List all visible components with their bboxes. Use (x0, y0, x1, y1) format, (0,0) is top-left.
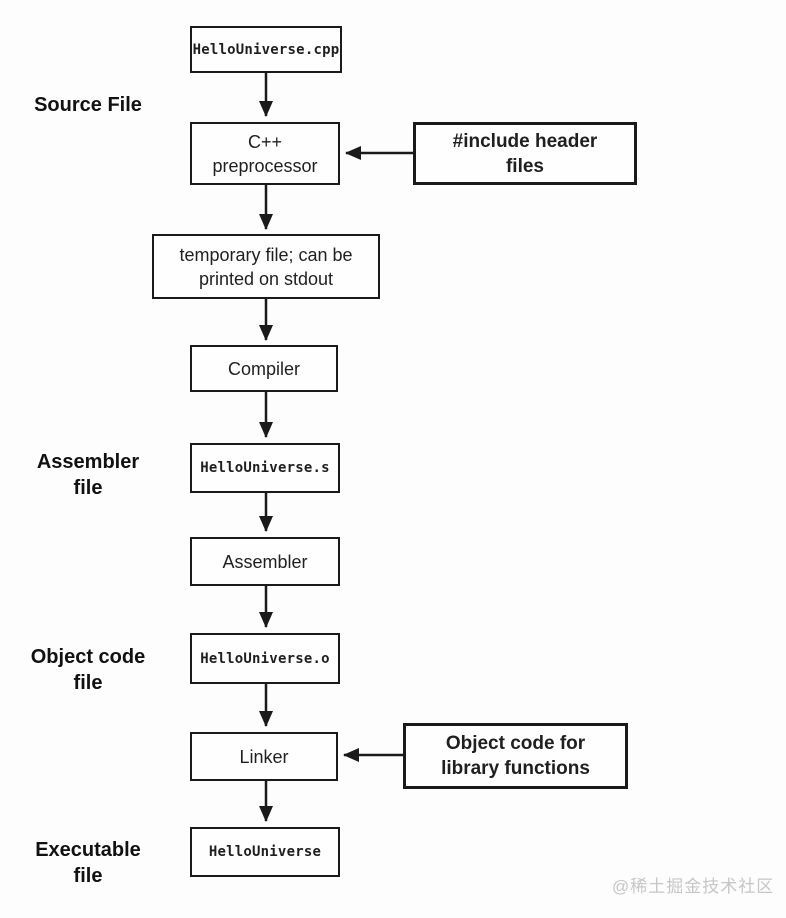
stage-label-object-code-file: Object code file (30, 646, 146, 694)
stage-label-assembler-file: Assembler file (36, 451, 140, 499)
node-source-cpp: HelloUniverse.cpp (190, 26, 342, 73)
node-label: Assembler (222, 551, 308, 572)
node-assembly-file: HelloUniverse.s (190, 443, 340, 493)
node-label: HelloUniverse.cpp (192, 41, 340, 58)
stage-label-source-file: Source File (34, 94, 142, 116)
watermark: @稀土掘金技术社区 (612, 877, 775, 896)
node-preprocessor: C++ preprocessor (190, 122, 340, 185)
node-label: Linker (239, 746, 289, 767)
node-label: HelloUniverse.s (200, 460, 330, 476)
node-compiler: Compiler (190, 345, 338, 392)
node-label: Compiler (227, 358, 301, 379)
side-box-label: Object code for library functions (441, 733, 590, 779)
node-label: HelloUniverse.o (200, 650, 330, 667)
node-label: temporary file; can be printed on stdout (179, 244, 353, 289)
node-label: HelloUniverse (208, 844, 322, 860)
stage-label-executable-file: Executable file (35, 839, 141, 887)
side-box-label: #include header files (452, 130, 598, 177)
side-box-library-object-code: Object code for library functions (403, 723, 628, 789)
side-box-include-headers: #include header files (413, 122, 637, 185)
node-label: C++ preprocessor (212, 131, 318, 176)
node-assembler: Assembler (190, 537, 340, 586)
node-temp-file: temporary file; can be printed on stdout (152, 234, 380, 299)
node-object-file: HelloUniverse.o (190, 633, 340, 684)
node-executable: HelloUniverse (190, 827, 340, 877)
node-linker: Linker (190, 732, 338, 781)
